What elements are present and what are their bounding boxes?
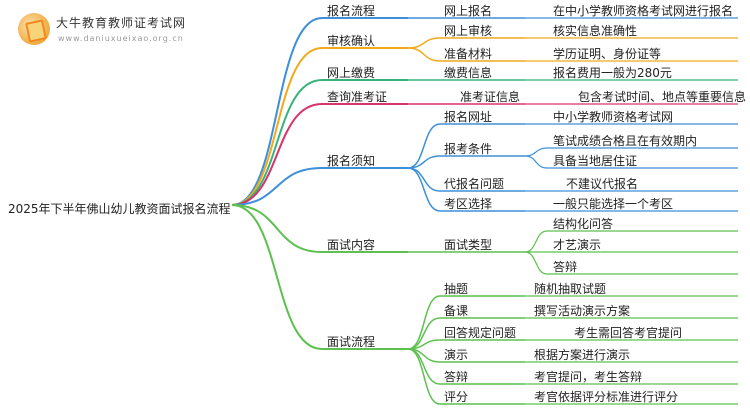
branch-connector [231, 204, 323, 350]
subtopic-node: 回答规定问题 [444, 325, 516, 340]
leaf-node: 一般只能选择一个考区 [553, 196, 673, 211]
branch-connector [231, 167, 323, 206]
subtopic-node: 答辩 [444, 369, 468, 384]
leaf-connector [524, 251, 548, 275]
subtopic-connector [407, 348, 441, 405]
branch-node-2: 审核确认 [327, 33, 375, 48]
leaf-node: 考生需回答考官提问 [574, 325, 682, 340]
leaf-node: 报名费用一般为280元 [553, 65, 672, 80]
branch-node-7: 面试流程 [327, 334, 375, 349]
leaf-node: 根据方案进行演示 [534, 347, 630, 362]
branch-connector [231, 204, 323, 253]
subtopic-connector [407, 37, 441, 49]
brand-url: www.daniuxueixao.org.cn [58, 34, 184, 43]
leaf-node: 不建议代报名 [566, 176, 638, 191]
subtopic-node: 面试类型 [444, 237, 492, 252]
leaf-node: 才艺演示 [553, 237, 601, 252]
branch-node-6: 面试内容 [327, 237, 375, 252]
branch-connector [231, 17, 323, 206]
subtopic-node: 考区选择 [444, 197, 492, 211]
branch-node-3: 网上缴费 [327, 65, 375, 80]
leaf-connector [524, 155, 548, 169]
subtopic-node: 准考证信息 [460, 89, 520, 104]
subtopic-node: 备课 [444, 304, 468, 318]
branch-connector [231, 103, 323, 206]
subtopic-node: 准备材料 [444, 47, 492, 61]
leaf-node: 考官提问，考生答辩 [534, 369, 642, 384]
subtopic-node: 演示 [444, 347, 468, 362]
subtopic-node: 网上报名 [444, 3, 492, 18]
subtopic-connector [407, 123, 441, 169]
leaf-node: 核实信息准确性 [553, 23, 637, 38]
branch-node-1: 报名流程 [327, 3, 375, 18]
leaf-connector [524, 230, 548, 253]
leaf-node: 随机抽取试题 [534, 281, 606, 296]
logo-book-icon [18, 13, 50, 45]
subtopic-node: 报名网址 [444, 109, 492, 124]
subtopic-node: 评分 [444, 390, 468, 404]
subtopic-node: 代报名问题 [444, 176, 504, 191]
leaf-node: 撰写活动演示方案 [534, 303, 630, 318]
leaf-node: 笔试成绩合格且在有效期内 [553, 133, 697, 148]
leaf-node: 包含考试时间、地点等重要信息 [578, 89, 746, 104]
leaf-node: 在中小学教师资格考试网进行报名 [553, 3, 733, 18]
subtopic-node: 报考条件 [444, 141, 492, 156]
leaf-node: 答辩 [553, 259, 577, 274]
leaf-connector [524, 147, 548, 157]
leaf-node: 结构化问答 [553, 216, 613, 231]
branch-node-4: 查询准考证 [327, 90, 387, 104]
brand-title: 大牛教育教师证考试网 [56, 16, 187, 30]
leaf-node: 考官依据评分标准进行评分 [534, 389, 678, 404]
root-node: 2025年下半年佛山幼儿教资面试报名流程 [8, 201, 231, 216]
branch-node-5: 报名须知 [327, 153, 375, 168]
leaf-node: 具备当地居住证 [553, 154, 637, 168]
branch-connector [231, 47, 323, 206]
subtopic-node: 抽题 [444, 282, 468, 296]
brand-logo: 大牛教育教师证考试网 www.daniuxueixao.org.cn [16, 10, 256, 50]
subtopic-connector [407, 167, 441, 212]
leaf-node: 中小学教师资格考试网 [553, 109, 673, 124]
subtopic-node: 网上审核 [444, 23, 492, 38]
leaf-node: 学历证明、身份证等 [553, 46, 661, 61]
subtopic-node: 缴费信息 [444, 65, 492, 80]
subtopic-connector [407, 47, 441, 62]
